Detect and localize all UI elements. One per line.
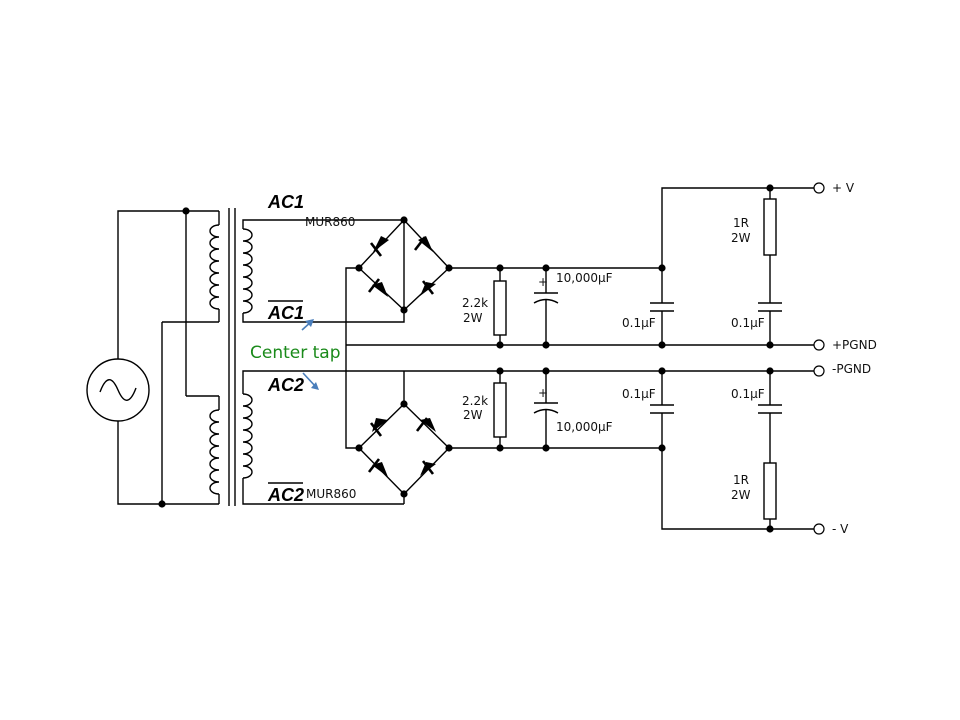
label-terminal-vminus: - V [832,522,849,536]
transformer [209,208,404,506]
label-ac1-bar: AC1 [267,303,304,323]
label-ac2-bar: AC2 [267,485,304,505]
diode-top-lr [420,280,436,296]
filter-bottom [493,367,814,533]
diode-top-ur [413,236,433,252]
primary-winding-top [209,211,220,322]
label-bulk-cap-top: 10,000µF [556,271,613,285]
output-capacitor-bottom [758,371,782,463]
label-bleeder-top-value: 2.2k [462,296,488,310]
label-bridge-top: MUR860 [305,215,355,229]
diode-top-ll [367,278,388,297]
output-resistor-top [763,188,777,303]
label-out-res-top-power: 2W [731,231,751,245]
filter-top [493,184,814,349]
label-out-res-bottom-power: 2W [731,488,751,502]
label-terminal-pgnd-plus: +PGND [832,338,877,352]
label-cap-small-top-2: 0.1µF [731,316,765,330]
bridge-rectifier-bottom [345,345,546,504]
label-cap-plus-top: + [538,275,548,289]
diode-bot-ll [367,458,388,477]
ground-rails [346,344,814,372]
label-cap-small-bottom-1: 0.1µF [622,387,656,401]
center-tap-arrows [301,319,319,390]
output-resistor-bottom [763,462,777,529]
bleeder-resistor-bottom [493,371,507,448]
label-center-tap: Center tap [250,343,341,363]
transformer-core [228,208,236,506]
label-bleeder-bottom-value: 2.2k [462,394,488,408]
bridge-rectifier-top [345,216,546,345]
label-cap-small-top-1: 0.1µF [622,316,656,330]
bulk-capacitor-top [533,268,559,345]
label-out-res-top-value: 1R [733,216,749,230]
label-bleeder-bottom-power: 2W [463,408,483,422]
label-out-res-bottom-value: 1R [733,473,749,487]
label-cap-small-bottom-2: 0.1µF [731,387,765,401]
label-cap-plus-bottom: + [538,386,548,400]
decoupling-capacitor-top [650,268,674,345]
label-bulk-cap-bottom: 10,000µF [556,420,613,434]
bleeder-resistor-top [493,268,507,345]
diode-bot-ul [369,418,388,437]
label-ac2: AC2 [267,375,304,395]
label-bleeder-top-power: 2W [463,311,483,325]
output-terminals [813,182,825,535]
ac-source [86,358,150,422]
diode-bot-ur [415,417,436,432]
terminal-pgnd-minus [813,365,825,377]
bulk-capacitor-bottom [533,371,559,448]
secondary-winding-bottom [242,370,404,505]
label-terminal-pgnd-minus: -PGND [832,362,871,376]
label-ac1: AC1 [267,192,304,212]
overbars [268,300,303,484]
label-bridge-bottom: MUR860 [306,487,356,501]
primary-winding-bottom [209,396,220,504]
terminal-vplus [813,182,825,194]
decoupling-capacitor-bottom [650,371,674,448]
label-terminal-vplus: + V [832,181,855,195]
ac-source-wires [117,207,219,508]
output-capacitor-top [758,302,782,345]
diode-bot-lr [420,460,436,476]
terminal-pgnd-plus [813,339,825,351]
diode-top-ul [369,236,389,257]
terminal-vminus [813,523,825,535]
